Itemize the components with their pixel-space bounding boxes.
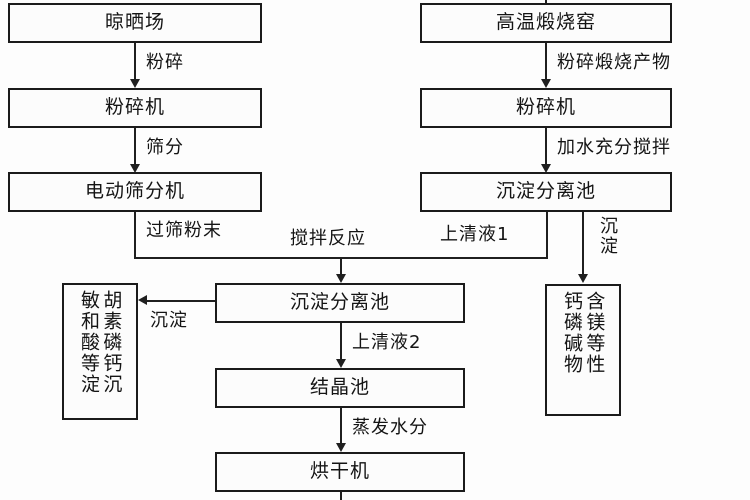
node-crusher-left[interactable]: 粉碎机 bbox=[8, 88, 262, 128]
connector-stub-top bbox=[545, 0, 547, 4]
vtext-col-2: 敏和酸等淀 bbox=[78, 290, 100, 395]
node-settling-tank-right[interactable]: 沉淀分离池 bbox=[420, 172, 672, 212]
connector-e3-down bbox=[134, 212, 136, 258]
edge-label-supernatant-1: 上清液1 bbox=[440, 224, 510, 245]
node-crystallization-tank[interactable]: 结晶池 bbox=[215, 368, 465, 408]
node-electric-sieve[interactable]: 电动筛分机 bbox=[8, 172, 262, 212]
arrowhead-e2 bbox=[130, 164, 140, 173]
edge-label-sieving: 筛分 bbox=[146, 137, 184, 158]
arrowhead-e1 bbox=[130, 79, 140, 88]
arrowhead-e8 bbox=[138, 295, 147, 305]
connector-e1 bbox=[134, 43, 136, 79]
connector-e6-down bbox=[546, 212, 548, 258]
connector-e10 bbox=[340, 408, 342, 443]
node-crusher-right[interactable]: 粉碎机 bbox=[420, 88, 672, 128]
connector-e7 bbox=[582, 212, 584, 274]
connector-e9 bbox=[340, 323, 342, 359]
edge-label-evaporate-water: 蒸发水分 bbox=[352, 417, 428, 438]
node-settling-tank-center[interactable]: 沉淀分离池 bbox=[215, 283, 465, 323]
edge-label-supernatant-2: 上清液2 bbox=[352, 332, 422, 353]
node-alkaline-ca-mg-p-substance[interactable]: 含镁等性 钙磷碱物 bbox=[545, 284, 621, 416]
arrowhead-e4 bbox=[541, 79, 551, 88]
connector-e4 bbox=[545, 43, 547, 79]
edge-label-add-water-stir: 加水充分搅拌 bbox=[557, 137, 671, 158]
vtext-col-2: 钙磷碱物 bbox=[561, 291, 583, 375]
arrowhead-e5 bbox=[541, 164, 551, 173]
edge-label-precipitate-left: 沉淀 bbox=[150, 310, 188, 331]
arrowhead-e10 bbox=[336, 443, 346, 452]
node-dryer[interactable]: 烘干机 bbox=[215, 452, 465, 492]
arrowhead-e9 bbox=[336, 359, 346, 368]
connector-e5 bbox=[545, 128, 547, 164]
vtext-col-1: 胡素磷钙沉 bbox=[100, 290, 123, 395]
connector-stub-bottom bbox=[340, 492, 342, 500]
edge-label-sieved-powder: 过筛粉末 bbox=[146, 220, 222, 241]
connector-e11 bbox=[340, 257, 342, 274]
edge-label-stir-react: 搅拌反应 bbox=[290, 228, 366, 249]
connector-e6-across bbox=[340, 257, 548, 259]
edge-label-crushed-calcined-product: 粉碎煅烧产物 bbox=[557, 52, 671, 73]
connector-e2 bbox=[134, 128, 136, 164]
node-high-temp-kiln[interactable]: 高温煅烧窑 bbox=[420, 3, 672, 43]
arrowhead-e7 bbox=[578, 274, 588, 283]
node-drying-yard[interactable]: 晾晒场 bbox=[8, 3, 262, 43]
edge-label-crush: 粉碎 bbox=[146, 52, 184, 73]
connector-e3-across bbox=[134, 257, 342, 259]
arrowhead-e11 bbox=[336, 274, 346, 283]
edge-label-precipitate-right: 沉淀 bbox=[597, 216, 618, 256]
vtext-col-1: 含镁等性 bbox=[583, 291, 606, 375]
node-humin-calcium-phosphate-precipitate[interactable]: 胡素磷钙沉 敏和酸等淀 bbox=[62, 283, 138, 420]
connector-e8 bbox=[147, 300, 215, 302]
